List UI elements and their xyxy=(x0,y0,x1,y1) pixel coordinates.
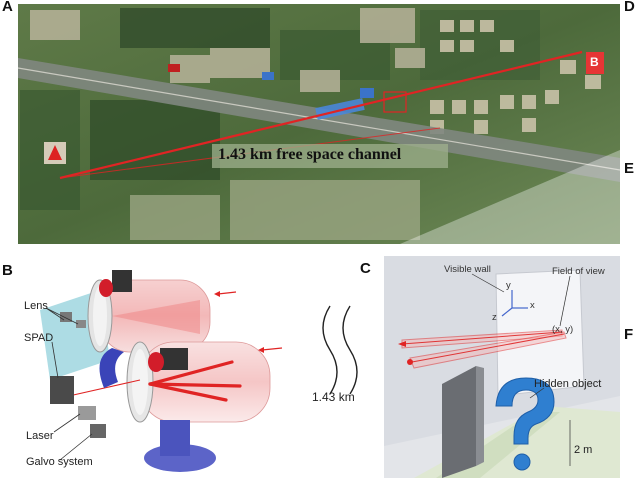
visible-wall xyxy=(495,269,585,397)
satellite-map xyxy=(17,4,621,244)
label-coordinate: (x, y) xyxy=(552,324,574,335)
optical-setup-illustration xyxy=(40,270,283,472)
panel-letter-c: C xyxy=(360,260,371,277)
label-hidden-object: Hidden object xyxy=(534,378,602,390)
channel-label-box xyxy=(212,144,448,168)
label-dimension: 2 m xyxy=(574,444,593,456)
site-b-label: B xyxy=(590,55,599,69)
occluder-wall xyxy=(442,366,476,478)
label-laser: Laser xyxy=(26,430,54,442)
panel-letter-a: A xyxy=(2,0,13,15)
panel-letter-d: D xyxy=(624,0,635,15)
panel-letter-e: E xyxy=(624,160,635,177)
galvo-mirrors xyxy=(90,424,106,438)
panel-c: Visible wall Field of view Hidden object… xyxy=(384,256,620,478)
free-space-channel-line xyxy=(59,50,583,180)
label-galvo-system: Galvo system xyxy=(26,456,93,468)
label-spad: SPAD xyxy=(24,332,54,344)
label-lens: Lens xyxy=(24,300,48,312)
label-axis-y: y xyxy=(506,280,511,291)
label-axis-x: x xyxy=(530,300,535,311)
label-field-of-view: Field of view xyxy=(552,266,605,277)
spad-detector xyxy=(50,376,74,404)
hidden-object-shape xyxy=(495,377,555,445)
label-visible-wall: Visible wall xyxy=(444,264,491,275)
channel-label: 1.43 km free space channel xyxy=(218,146,402,163)
highway xyxy=(18,58,620,182)
site-b-marker-box xyxy=(586,52,604,74)
site-a-marker-icon xyxy=(48,145,62,160)
label-axis-z: z xyxy=(492,312,497,323)
laser-module xyxy=(78,406,96,420)
nlos-scene-illustration xyxy=(384,256,620,478)
panel-letter-b: B xyxy=(2,262,13,279)
panel-a: 1.43 km free space channel B xyxy=(17,4,621,244)
panel-b: Lens SPAD Laser Galvo system xyxy=(0,250,300,478)
panel-letter-f: F xyxy=(624,326,634,343)
distance-label: 1.43 km xyxy=(312,390,355,404)
